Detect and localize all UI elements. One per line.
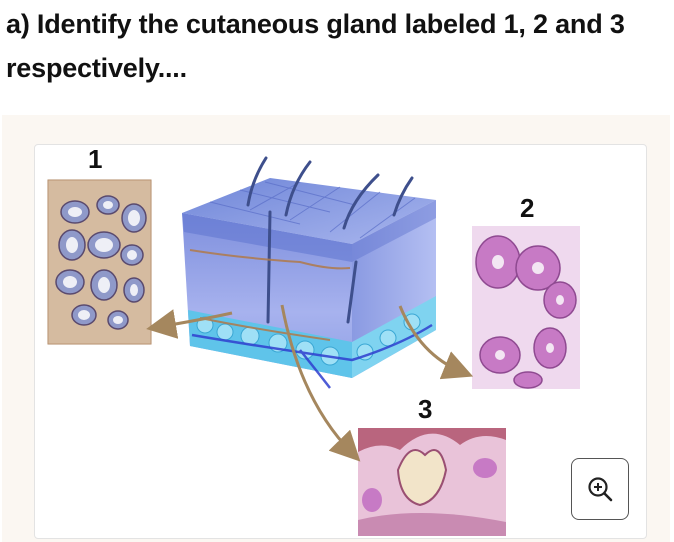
tissue-image-1 <box>47 179 152 345</box>
label-3: 3 <box>418 394 433 424</box>
pointer-arrows <box>146 304 474 462</box>
skin-block-illustration <box>182 156 436 389</box>
tissue-image-2 <box>472 226 580 389</box>
arrow-to-2 <box>398 305 474 380</box>
zoom-button[interactable] <box>571 458 629 520</box>
question-text: a) Identify the cutaneous gland labeled … <box>6 9 625 83</box>
label-2: 2 <box>520 193 535 223</box>
label-1: 1 <box>88 144 103 174</box>
arrow-to-3 <box>280 304 361 462</box>
zoom-in-icon <box>588 477 613 502</box>
tissue-image-3 <box>358 428 506 536</box>
arrow-to-1 <box>146 309 233 339</box>
